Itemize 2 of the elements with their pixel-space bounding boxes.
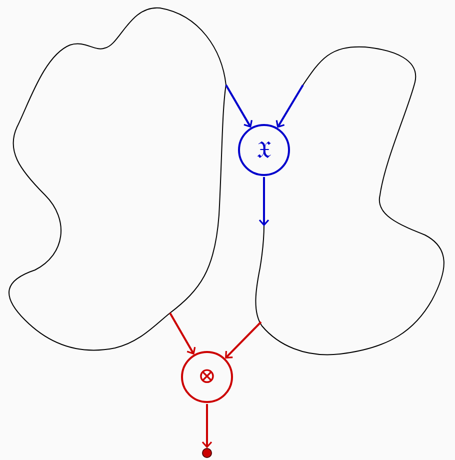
operator-symbol: 𝔛 bbox=[256, 138, 272, 162]
operator-symbol: ⊗ bbox=[198, 366, 216, 388]
